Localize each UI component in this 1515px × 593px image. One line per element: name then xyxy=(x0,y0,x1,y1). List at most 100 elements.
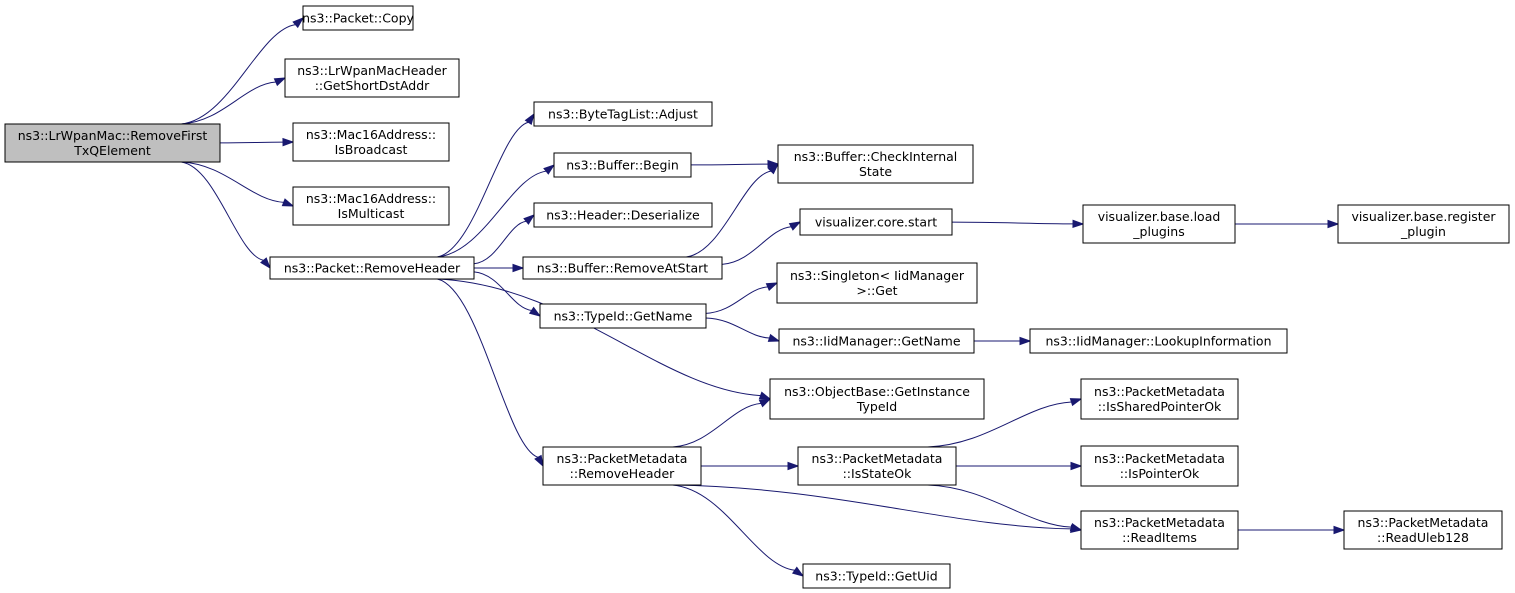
node-readuleb[interactable]: ns3::PacketMetadata::ReadUleb128 xyxy=(1343,510,1503,550)
edge-line xyxy=(686,170,772,258)
edges-layer xyxy=(181,17,1346,577)
node-label-line: ns3::Buffer::CheckInternal xyxy=(794,149,958,164)
node-label-line: ns3::ObjectBase::GetInstance xyxy=(784,384,970,399)
nodes-layer: ns3::LrWpanMac::RemoveFirstTxQElementns3… xyxy=(4,5,1510,589)
node-lookup[interactable]: ns3::IidManager::LookupInformation xyxy=(1029,328,1288,354)
node-label-line: ns3::Mac16Address:: xyxy=(306,127,436,142)
node-label-line: ::RemoveHeader xyxy=(570,466,676,481)
node-label-line: ns3::ByteTagList::Adjust xyxy=(548,107,698,122)
node-label-line: ::IsSharedPointerOk xyxy=(1098,399,1222,414)
node-isstateok[interactable]: ns3::PacketMetadata::IsStateOk xyxy=(797,446,957,486)
node-label-line: ns3::PacketMetadata xyxy=(812,451,943,466)
node-box xyxy=(542,446,702,486)
edge-arrowhead xyxy=(1069,398,1083,407)
edge-removeheader-to-begin xyxy=(437,164,556,258)
edge-arrowhead xyxy=(788,221,802,231)
edge-root-to-copy xyxy=(181,17,305,125)
edge-arrowhead xyxy=(1327,219,1340,229)
node-ismulticast[interactable]: ns3::Mac16Address::IsMulticast xyxy=(292,186,450,226)
edge-arrowhead xyxy=(292,17,305,29)
edge-isstateok-to-issharedptr xyxy=(927,398,1083,448)
node-pm_removeheader[interactable]: ns3::PacketMetadata::RemoveHeader xyxy=(542,446,702,486)
node-box xyxy=(802,563,951,589)
edge-iid_getname-to-lookup xyxy=(973,336,1032,346)
node-label-line: _plugins xyxy=(1132,224,1184,239)
node-iid_getname[interactable]: ns3::IidManager::GetName xyxy=(778,328,975,354)
node-label-line: ns3::Packet::Copy xyxy=(302,11,414,26)
node-getuid[interactable]: ns3::TypeId::GetUid xyxy=(802,563,951,589)
node-begin[interactable]: ns3::Buffer::Begin xyxy=(553,152,692,178)
node-copy[interactable]: ns3::Packet::Copy xyxy=(302,5,415,31)
node-label-line: State xyxy=(859,164,892,179)
edge-arrowhead xyxy=(1070,461,1083,471)
edge-line xyxy=(951,221,1074,225)
node-box xyxy=(302,5,414,31)
node-box xyxy=(1337,204,1510,244)
edge-line xyxy=(437,121,529,258)
node-readitems[interactable]: ns3::PacketMetadata::ReadItems xyxy=(1080,510,1239,550)
node-deserialize[interactable]: ns3::Header::Deserialize xyxy=(533,202,713,228)
edge-arrowhead xyxy=(767,159,780,169)
node-box xyxy=(553,152,692,178)
edge-arrowhead xyxy=(787,461,800,471)
edge-begin-to-checkinternal xyxy=(690,159,780,169)
node-box xyxy=(292,186,450,226)
edge-line xyxy=(181,161,264,261)
node-box xyxy=(284,58,460,98)
node-removeheader[interactable]: ns3::Packet::RemoveHeader xyxy=(269,256,475,280)
edge-line xyxy=(437,278,539,458)
node-label-line: visualizer.base.register xyxy=(1351,209,1496,224)
node-label-line: ns3::PacketMetadata xyxy=(557,451,688,466)
node-box xyxy=(1082,204,1236,244)
edge-isstateok-to-ispointerok xyxy=(956,461,1083,471)
edge-root-to-removeheader xyxy=(181,161,271,270)
edge-line xyxy=(705,286,768,314)
node-issharedptr[interactable]: ns3::PacketMetadata::IsSharedPointerOk xyxy=(1080,378,1239,420)
node-regplugin[interactable]: visualizer.base.register_plugin xyxy=(1337,204,1510,244)
edge-removeatstart-to-vcstart xyxy=(721,221,802,265)
node-box xyxy=(799,208,953,236)
edge-line xyxy=(672,484,795,571)
node-removeatstart[interactable]: ns3::Buffer::RemoveAtStart xyxy=(522,256,723,280)
node-box xyxy=(1080,445,1239,487)
node-box xyxy=(1029,328,1288,354)
node-ispointerok[interactable]: ns3::PacketMetadata::IsPointerOk xyxy=(1080,445,1239,487)
node-box xyxy=(797,446,957,486)
edge-line xyxy=(721,226,792,265)
edge-line xyxy=(219,141,284,144)
node-singleton[interactable]: ns3::Singleton< IidManager>::Get xyxy=(776,262,978,304)
edge-tid_getname-to-iid_getname xyxy=(705,317,781,342)
edge-arrowhead xyxy=(791,566,805,577)
node-box xyxy=(776,262,978,304)
edge-removeheader-to-pm_removeheader xyxy=(437,278,544,468)
edge-tid_getname-to-singleton xyxy=(705,282,779,314)
node-label-line: visualizer.core.start xyxy=(815,215,937,230)
node-label-line: ns3::PacketMetadata xyxy=(1094,451,1225,466)
node-box xyxy=(1080,378,1239,420)
edge-arrowhead xyxy=(512,263,525,273)
node-label-line: ns3::Header::Deserialize xyxy=(546,208,700,223)
node-label-line: ns3::TypeId::GetName xyxy=(554,309,693,324)
edge-line xyxy=(437,278,761,397)
edge-isstateok-to-readitems xyxy=(927,484,1083,532)
node-adjust[interactable]: ns3::ByteTagList::Adjust xyxy=(533,101,713,127)
node-label-line: ns3::Buffer::RemoveAtStart xyxy=(537,261,709,276)
edge-root-to-isbroadcast xyxy=(219,137,295,147)
edge-pm_removeheader-to-getuid xyxy=(672,484,805,577)
node-vcstart[interactable]: visualizer.core.start xyxy=(799,208,953,236)
node-loadplugins[interactable]: visualizer.base.load_plugins xyxy=(1082,204,1236,244)
node-label-line: ::GetShortDstAddr xyxy=(315,78,430,93)
node-getshort[interactable]: ns3::LrWpanMacHeader::GetShortDstAddr xyxy=(284,58,460,98)
node-label-line: ns3::PacketMetadata xyxy=(1094,384,1225,399)
edge-arrowhead xyxy=(260,257,271,270)
edge-line xyxy=(672,402,762,448)
node-label-line: ::IsPointerOk xyxy=(1120,466,1200,481)
node-tid_getname[interactable]: ns3::TypeId::GetName xyxy=(539,303,707,329)
node-label-line: >::Get xyxy=(856,283,897,298)
edge-arrowhead xyxy=(1333,525,1346,535)
node-isbroadcast[interactable]: ns3::Mac16Address::IsBroadcast xyxy=(292,122,450,162)
edge-line xyxy=(705,317,770,339)
node-label-line: ns3::Singleton< IidManager xyxy=(790,268,965,283)
